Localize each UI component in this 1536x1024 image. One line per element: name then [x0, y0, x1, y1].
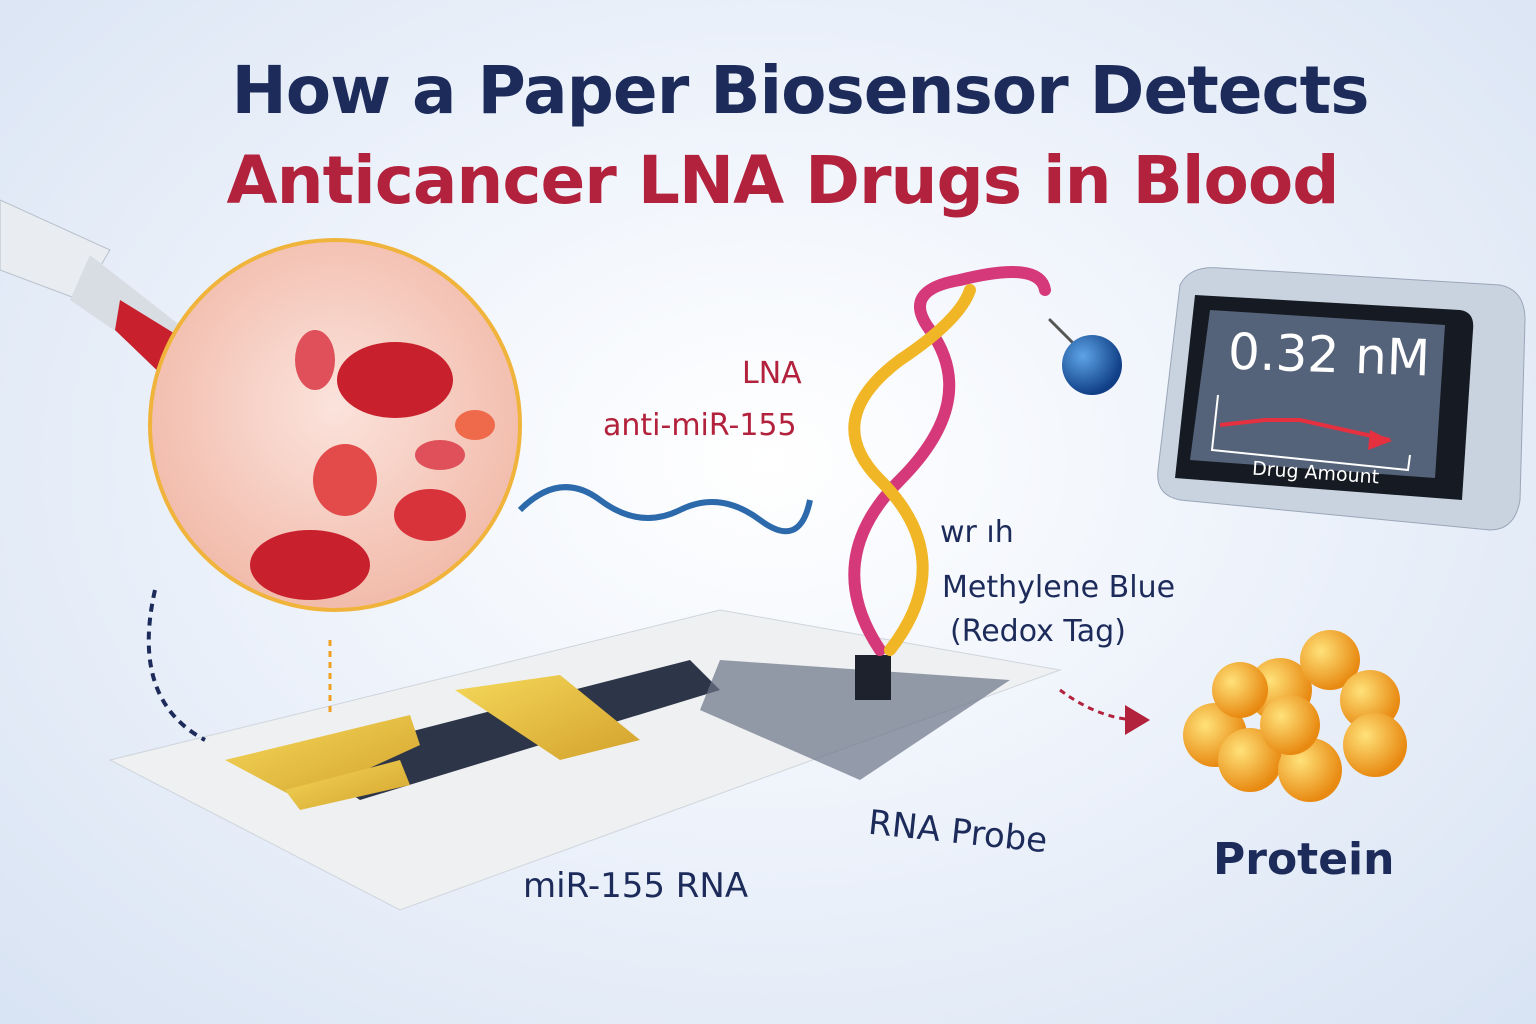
blood-sample-magnified — [148, 238, 522, 612]
mir155-label: miR-155 RNA — [523, 866, 749, 906]
paper-biosensor-strip — [108, 609, 1062, 911]
anti-mir-label: anti-miR-155 — [603, 408, 797, 443]
redox-tag-label: (Redox Tag) — [950, 614, 1126, 649]
wr-ih-label: wr ıh — [940, 515, 1014, 550]
title-line-1: How a Paper Biosensor Detects — [231, 52, 1370, 129]
dashed-arrow — [146, 589, 206, 742]
dna-helix — [848, 266, 1122, 656]
lna-label: LNA — [742, 356, 802, 391]
protein-label: Protein — [1213, 834, 1395, 885]
reader-device — [1157, 267, 1526, 531]
device-reading: 0.32 nM — [1227, 322, 1432, 388]
mir155-rna-strand — [517, 484, 813, 535]
protein-cluster — [1183, 630, 1407, 802]
methylene-blue-label: Methylene Blue — [942, 570, 1176, 605]
title-line-2: Anticancer LNA Drugs in Blood — [226, 142, 1340, 219]
